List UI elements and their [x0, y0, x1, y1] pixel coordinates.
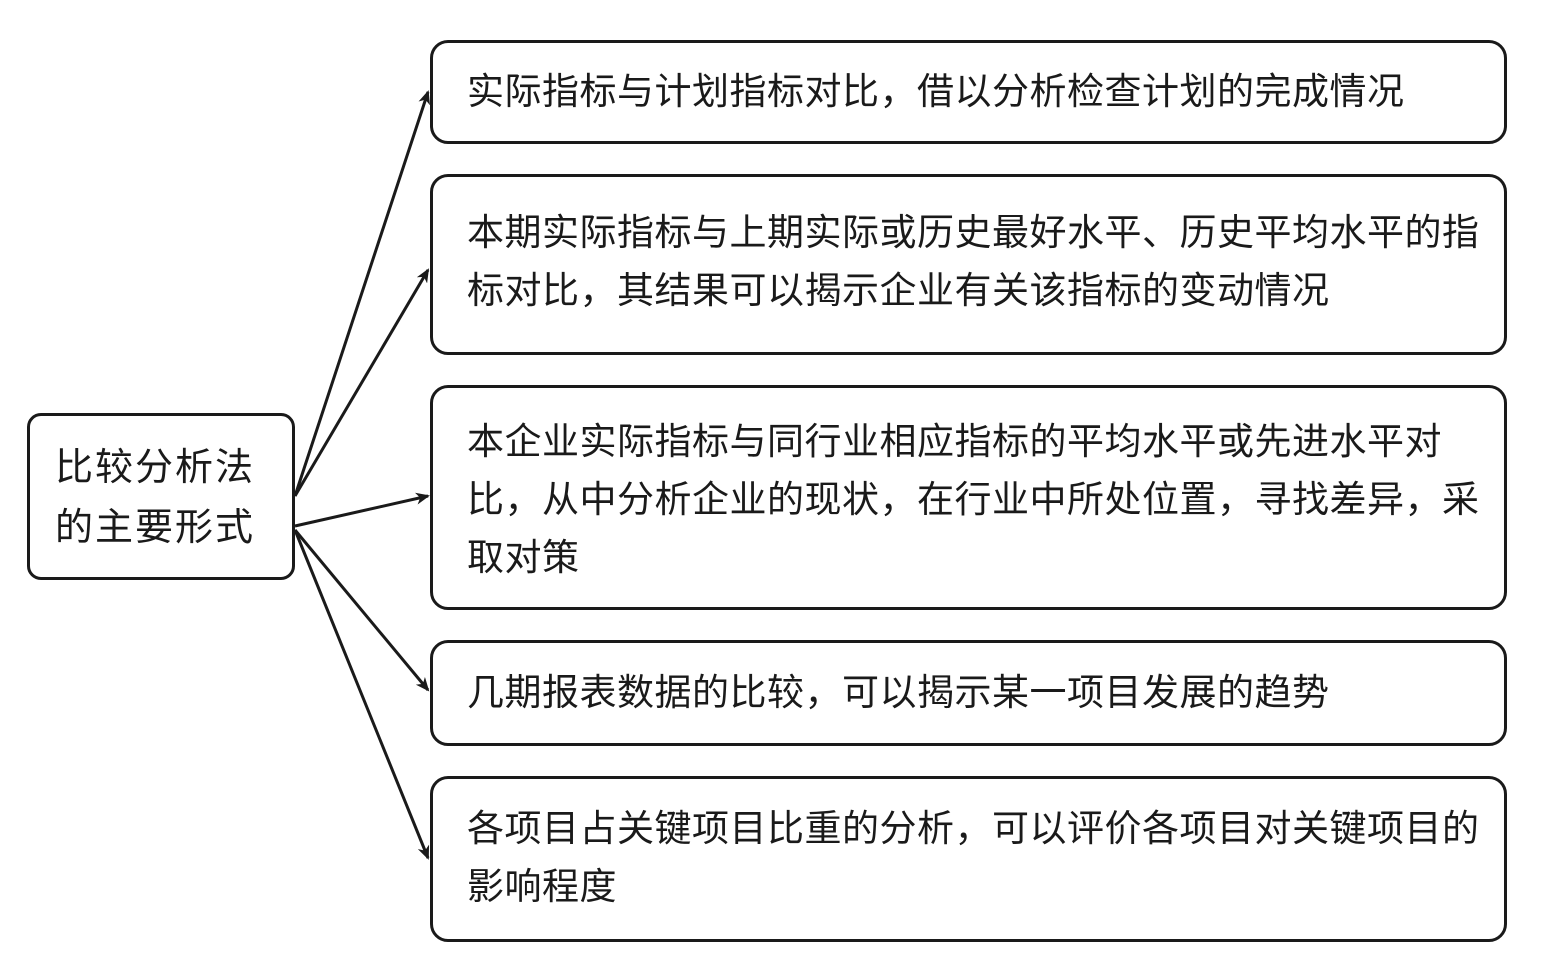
branch-node-3-text: 本企业实际指标与同行业相应指标的平均水平或先进水平对比，从中分析企业的现状，在行…: [467, 420, 1480, 579]
arrow-to-branch-5: [293, 529, 430, 860]
branch-node-4-text: 几期报表数据的比较，可以揭示某一项目发展的趋势: [467, 671, 1330, 714]
branch-node-2-text: 本期实际指标与上期实际或历史最好水平、历史平均水平的指标对比，其结果可以揭示企业…: [467, 211, 1480, 312]
root-node-label: 比较分析法 的主要形式: [55, 437, 275, 557]
arrow-to-branch-4: [293, 529, 430, 692]
branch-node-2: 本期实际指标与上期实际或历史最好水平、历史平均水平的指标对比，其结果可以揭示企业…: [430, 174, 1507, 355]
root-node-line-2: 的主要形式: [55, 505, 256, 549]
branch-node-1: 实际指标与计划指标对比，借以分析检查计划的完成情况: [430, 40, 1507, 144]
arrow-to-branch-2: [293, 268, 430, 497]
root-node-line-1: 比较分析法: [55, 445, 256, 489]
branch-node-4: 几期报表数据的比较，可以揭示某一项目发展的趋势: [430, 640, 1507, 746]
branch-node-1-text: 实际指标与计划指标对比，借以分析检查计划的完成情况: [467, 70, 1405, 113]
arrow-to-branch-3: [294, 492, 430, 528]
root-node: 比较分析法 的主要形式: [27, 413, 295, 580]
branch-node-5: 各项目占关键项目比重的分析，可以评价各项目对关键项目的影响程度: [430, 776, 1507, 942]
branch-node-3: 本企业实际指标与同行业相应指标的平均水平或先进水平对比，从中分析企业的现状，在行…: [430, 385, 1507, 610]
arrow-to-branch-1: [293, 90, 430, 497]
branch-node-5-text: 各项目占关键项目比重的分析，可以评价各项目对关键项目的影响程度: [467, 807, 1480, 908]
